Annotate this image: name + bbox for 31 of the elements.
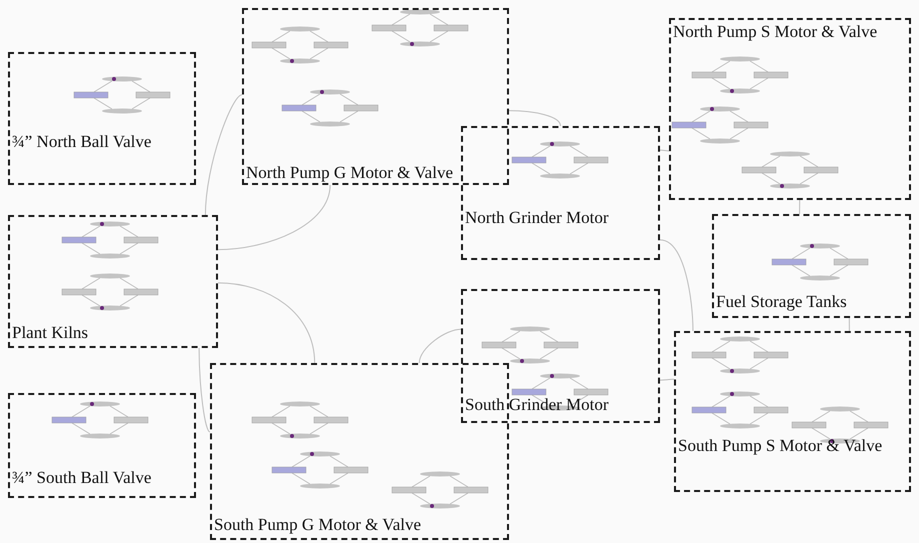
- group-frame: [669, 18, 911, 200]
- connector-line: [660, 378, 674, 381]
- group-frame: [8, 215, 218, 348]
- group-label: South Grinder Motor: [465, 395, 610, 415]
- connector-line: [848, 318, 850, 332]
- connector-line: [660, 239, 694, 332]
- group-label: North Grinder Motor: [465, 208, 610, 228]
- connector-line: [660, 150, 670, 152]
- connector-line: [799, 200, 800, 214]
- group-label: ¾” South Ball Valve: [12, 468, 152, 488]
- group-label: North Pump G Motor & Valve: [246, 163, 454, 183]
- group-label: South Pump S Motor & Valve: [678, 436, 884, 456]
- group-frame: [242, 8, 509, 185]
- connector-line: [198, 348, 210, 433]
- group-label: South Pump G Motor & Valve: [214, 515, 422, 535]
- connector-line: [218, 184, 331, 250]
- group-frame: [8, 52, 196, 185]
- group-label: ¾” North Ball Valve: [12, 132, 152, 152]
- group-label: North Pump S Motor & Valve: [673, 22, 878, 42]
- group-label: Plant Kilns: [12, 323, 90, 343]
- group-frame: [210, 363, 509, 540]
- group-frame: [8, 393, 196, 498]
- group-frame: [674, 331, 911, 492]
- group-frame: [461, 126, 660, 260]
- connector-line: [508, 110, 561, 126]
- connector-line: [418, 328, 462, 364]
- connector-line: [204, 94, 242, 216]
- group-label: Fuel Storage Tanks: [716, 292, 848, 312]
- group-frame: [712, 214, 911, 318]
- connector-line: [218, 282, 316, 364]
- group-frame: [461, 289, 660, 423]
